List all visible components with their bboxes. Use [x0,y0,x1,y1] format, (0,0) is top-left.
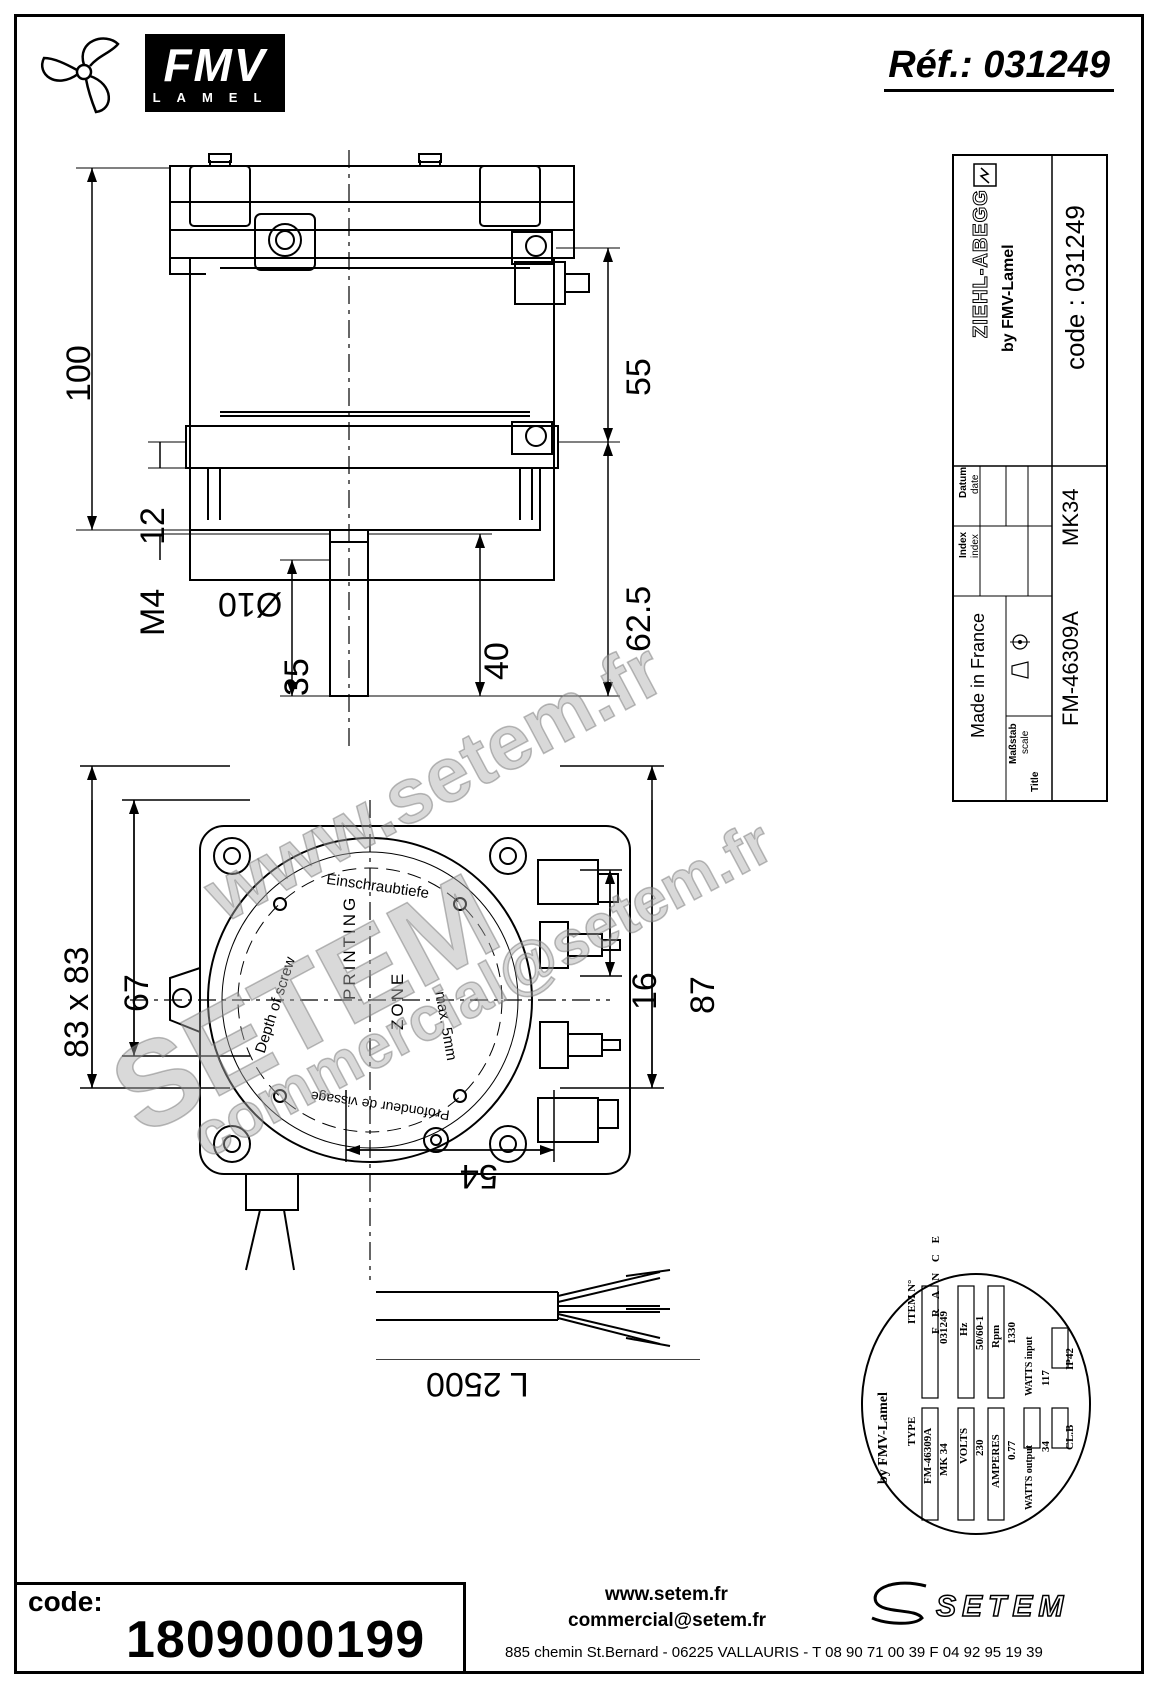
nameplate-ip: IP42 [1064,1348,1076,1370]
side-view-drawing [76,150,620,750]
nameplate-class: CL.B [1064,1424,1076,1450]
dim-54: 54 [460,1157,498,1195]
code-box [14,1582,466,1674]
dim-67: 67 [118,974,156,1012]
maker-by: by FMV-Lamel [1000,244,1017,352]
code-label: code: [28,1586,103,1617]
cable-drawing [376,1269,700,1360]
nameplate-hz-value: 50/60-1 [974,1315,986,1350]
datum-label-en: date [970,474,981,494]
nameplate-amperes-label: AMPERES [990,1434,1002,1488]
dim-40: 40 [478,642,516,680]
model-value: MK34 [1058,488,1083,546]
setem-swirl-icon [871,1581,927,1625]
index-label: Index [958,531,969,558]
brand-name: FMV [163,39,267,91]
nameplate-rpm-label: Rpm [990,1324,1002,1348]
nameplate-outline [861,1273,1091,1535]
dim-62-5: 62.5 [620,585,658,652]
brand-sub: LAMEL [152,90,278,105]
title-code: code : 031249 [1060,205,1090,370]
drawing-frame [14,14,1144,1674]
dim-83x83: 83 x 83 [58,946,96,1058]
dim-35: 35 [278,658,316,696]
nameplate-by: by FMV-Lamel [876,1392,891,1484]
nameplate-hz-label: Hz [958,1322,970,1336]
title-label: Title [1030,771,1041,792]
nameplate-rpm-value: 1330 [1006,1322,1018,1344]
website-link[interactable]: www.setem.fr [605,1584,728,1605]
code-number: 1809000199 [126,1611,426,1669]
reference-number: Réf.: 031249 [884,44,1114,92]
scale-label-en: scale [1020,730,1031,754]
nameplate-volts-label: VOLTS [958,1427,970,1464]
fmv-logo: FMV LAMEL [145,34,285,112]
dim-cable-length: L 2500 [426,1365,529,1403]
nameplate-amperes-value: 0.77 [1006,1440,1018,1460]
nameplate-volts-value: 230 [974,1439,986,1457]
maker-name: ZIEHL-ABEGG [970,189,993,339]
dim-55: 55 [620,358,658,396]
dim-87: 87 [684,976,722,1014]
front-view-dimension-lines [80,765,664,1162]
dim-16: 16 [626,972,664,1010]
fan-logo-icon [41,37,120,114]
dim-12: 12 [134,507,172,545]
nameplate-watts-output-value: 34 [1040,1441,1052,1452]
nameplate-type-label: TYPE [906,1416,918,1446]
plate-text-center-2: ZONE [388,970,407,1030]
index-label-en: index [970,534,981,558]
scale-label: Maßstab [1008,723,1019,764]
nameplate-item-label: ITEM N° [906,1279,918,1324]
dim-diameter-10: Ø10 [218,585,283,623]
plate-text-center-1: PRINTING [340,894,359,1000]
setem-logo: SETEM [935,1589,1070,1624]
datum-label: Datum [958,466,969,498]
title-value: FM-46309A [1058,611,1083,726]
dim-100: 100 [60,345,98,402]
nameplate-model: MK 34 [938,1443,950,1476]
email-link[interactable]: commercial@setem.fr [568,1610,767,1631]
nameplate-watts-input-label: WATTS input [1024,1336,1035,1396]
company-address: 885 chemin St.Bernard - 06225 VALLAURIS … [505,1644,1043,1661]
made-in-france: Made in France [968,612,988,738]
nameplate-watts-input-value: 117 [1040,1370,1052,1386]
nameplate-watts-output-label: WATTS output [1024,1444,1035,1510]
nameplate-item-value: 031249 [938,1311,950,1344]
title-block: ZIEHL-ABEGG by FMV-Lamel code : 031249 D… [952,154,1108,802]
nameplate-type-value: FM-46309A [922,1427,934,1484]
dim-m4: M4 [134,588,172,636]
